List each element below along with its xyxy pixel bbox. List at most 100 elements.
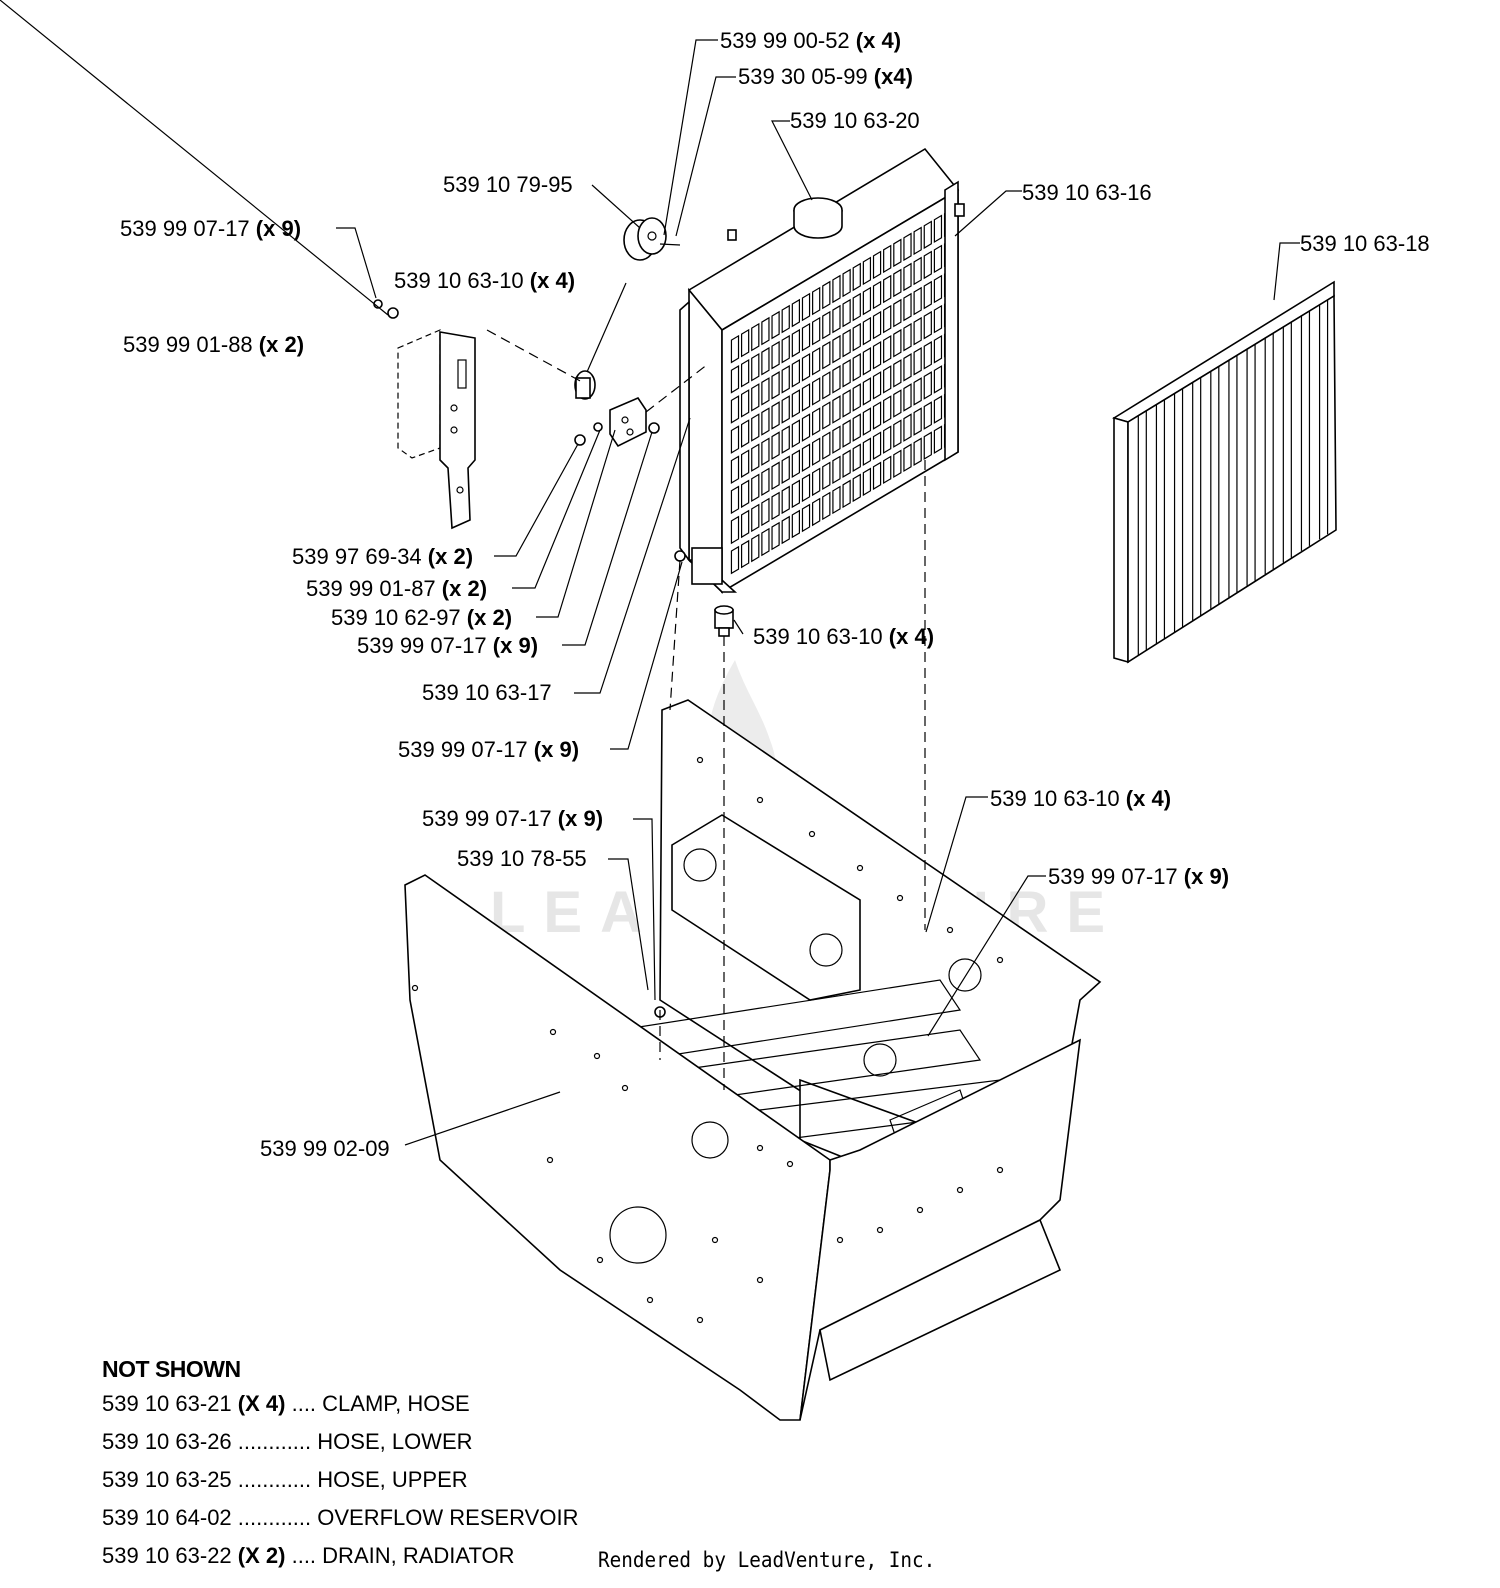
radiator-fin bbox=[923, 220, 932, 250]
radiator-fin bbox=[852, 353, 861, 382]
label-539-10-78-55: 539 10 78-55 bbox=[457, 846, 587, 871]
radiator-fin bbox=[740, 449, 750, 478]
list-item: 539 10 63-22 (X 2) .... DRAIN, RADIATOR bbox=[102, 1543, 515, 1568]
radiator-fin bbox=[832, 334, 841, 364]
radiator-fin bbox=[791, 328, 801, 358]
radiator-fin bbox=[730, 515, 740, 545]
frame-bolt-hole bbox=[896, 894, 904, 902]
radiator-fin bbox=[801, 383, 811, 412]
frame-bolt-hole bbox=[546, 1156, 554, 1164]
radiator-fin bbox=[761, 407, 770, 436]
frame-bolt-hole bbox=[916, 1206, 924, 1214]
radiator-fin bbox=[751, 383, 760, 412]
label-539-30-05-99: 539 30 05-99 (x4) bbox=[738, 64, 913, 89]
radiator-fin bbox=[801, 352, 811, 382]
list-item: 539 10 63-26 ............ HOSE, LOWER bbox=[102, 1429, 473, 1454]
radiator-fin bbox=[812, 377, 821, 406]
radiator-fin bbox=[761, 346, 770, 376]
frame-bolt-hole bbox=[621, 1084, 629, 1092]
radiator-fin bbox=[812, 497, 821, 527]
radiator-fin bbox=[883, 334, 892, 364]
radiator-fin bbox=[872, 250, 882, 280]
frame bbox=[404, 699, 1102, 1421]
radiator-fin bbox=[730, 485, 740, 515]
radiator-fin bbox=[913, 286, 922, 316]
radiator-fin bbox=[791, 389, 801, 418]
radiator-fin bbox=[903, 322, 912, 352]
radiator-fin bbox=[862, 437, 872, 466]
radiator bbox=[679, 147, 965, 594]
radiator-fin bbox=[923, 341, 932, 370]
radiator-fin bbox=[923, 431, 932, 460]
frame-bolt-hole bbox=[596, 1256, 604, 1264]
radiator-fin bbox=[852, 262, 861, 292]
radiator-fin bbox=[903, 232, 912, 262]
radiator-fin bbox=[933, 244, 943, 274]
radiator-fin bbox=[751, 443, 760, 472]
radiator-guard bbox=[1112, 280, 1337, 664]
radiator-fin bbox=[842, 449, 851, 479]
radiator-fin bbox=[872, 280, 882, 310]
leader-lines bbox=[0, 0, 1300, 1146]
radiator-fin bbox=[791, 298, 801, 328]
radiator-fin bbox=[781, 455, 790, 484]
radiator-fin bbox=[751, 413, 760, 442]
radiator-fin bbox=[791, 419, 801, 448]
radiator-fin bbox=[872, 461, 882, 491]
radiator-fin bbox=[893, 389, 902, 418]
label-539-10-63-10-c: 539 10 63-10 (x 4) bbox=[990, 786, 1171, 811]
radiator-fin bbox=[923, 310, 932, 340]
frame-bolt-hole bbox=[876, 1226, 884, 1234]
radiator-fin bbox=[903, 262, 912, 292]
radiator-fin bbox=[781, 425, 790, 454]
radiator-fin bbox=[812, 437, 821, 466]
list-item: 539 10 63-25 ............ HOSE, UPPER bbox=[102, 1467, 468, 1492]
radiator-fin bbox=[883, 425, 892, 454]
radiator-fin bbox=[862, 316, 872, 346]
label-539-99-07-17-c: 539 99 07-17 (x 9) bbox=[398, 737, 579, 762]
radiator-fin bbox=[893, 419, 902, 448]
radiator-fin bbox=[740, 419, 750, 448]
radiator-fin bbox=[730, 395, 740, 424]
not-shown-list: NOT SHOWN 539 10 63-21 (X 4) .... CLAMP,… bbox=[102, 1356, 702, 1581]
radiator-fin bbox=[740, 479, 750, 509]
radiator-fin bbox=[852, 322, 861, 352]
radiator-fin bbox=[822, 431, 831, 460]
radiator-fin bbox=[842, 389, 851, 418]
radiator-fin bbox=[913, 256, 922, 286]
radiator-fin bbox=[883, 304, 892, 334]
alignment-lines bbox=[486, 329, 926, 1090]
radiator-fin bbox=[913, 226, 922, 256]
frame-bolt-hole bbox=[756, 1276, 764, 1284]
radiator-fin bbox=[730, 334, 740, 364]
radiator-fin bbox=[771, 521, 780, 551]
radiator-fin bbox=[730, 455, 740, 484]
radiator-fin bbox=[781, 365, 790, 394]
radiator-fin bbox=[761, 527, 770, 557]
frame-bolt-hole bbox=[996, 956, 1004, 964]
radiator-fin bbox=[730, 425, 740, 454]
radiator-fin bbox=[933, 365, 943, 394]
radiator-fin bbox=[893, 359, 902, 388]
radiator-fin bbox=[822, 401, 831, 430]
radiator-fin bbox=[842, 479, 851, 509]
radiator-fin bbox=[751, 533, 760, 563]
radiator-fin bbox=[852, 413, 861, 442]
radiator-fin bbox=[903, 383, 912, 412]
radiator-fin bbox=[781, 334, 790, 364]
radiator-fin bbox=[913, 347, 922, 376]
radiator-fin bbox=[872, 431, 882, 460]
radiator-fin bbox=[801, 473, 811, 503]
radiator-fin bbox=[832, 395, 841, 424]
radiator-fin bbox=[913, 407, 922, 436]
radiator-fin bbox=[852, 443, 861, 472]
side-bracket bbox=[373, 299, 476, 530]
radiator-fin bbox=[791, 359, 801, 388]
label-539-10-79-95: 539 10 79-95 bbox=[443, 172, 573, 197]
radiator-fin bbox=[812, 316, 821, 346]
radiator-fin bbox=[812, 286, 821, 316]
radiator-fin bbox=[740, 358, 750, 388]
radiator-fin bbox=[923, 280, 932, 310]
frame-bolt-hole bbox=[956, 1186, 964, 1194]
frame-bolt-hole bbox=[808, 830, 816, 838]
